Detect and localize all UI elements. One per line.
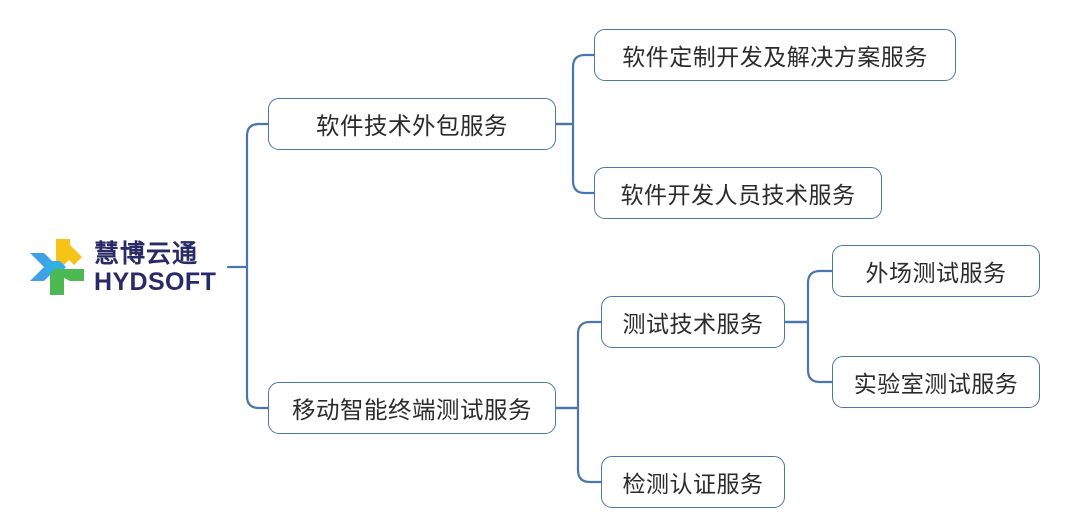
connector-root-to-testing	[245, 265, 270, 410]
connector-outsourcing-to-customdev	[554, 53, 596, 126]
node-lab-testing[interactable]: 实验室测试服务	[832, 356, 1040, 408]
brand-logo-text: 慧博云通 HYDSOFT	[94, 239, 217, 296]
node-field-testing[interactable]: 外场测试服务	[832, 245, 1040, 297]
hydsoft-pinwheel-logo-icon	[26, 237, 88, 299]
connector-outsourcing-to-devstaff	[554, 122, 596, 195]
node-software-outsourcing[interactable]: 软件技术外包服务	[268, 98, 556, 150]
connector-testtech-to-labtest	[783, 320, 834, 384]
node-mobile-terminal-testing[interactable]: 移动智能终端测试服务	[268, 382, 556, 434]
node-dev-staff-tech-service[interactable]: 软件开发人员技术服务	[594, 167, 882, 219]
node-custom-dev-solutions[interactable]: 软件定制开发及解决方案服务	[594, 29, 956, 81]
node-testing-tech-service[interactable]: 测试技术服务	[601, 296, 785, 348]
connector-testing-to-certification	[554, 406, 603, 484]
brand-name-en: HYDSOFT	[94, 267, 217, 296]
connector-testing-to-testtech	[554, 320, 603, 410]
brand-name-cn: 慧博云通	[94, 239, 199, 268]
node-inspection-certification[interactable]: 检测认证服务	[601, 456, 785, 508]
connector-testtech-to-fieldtest	[783, 269, 834, 324]
connector-root-to-outsourcing	[245, 122, 270, 269]
brand-logo: 慧博云通 HYDSOFT	[26, 236, 226, 300]
